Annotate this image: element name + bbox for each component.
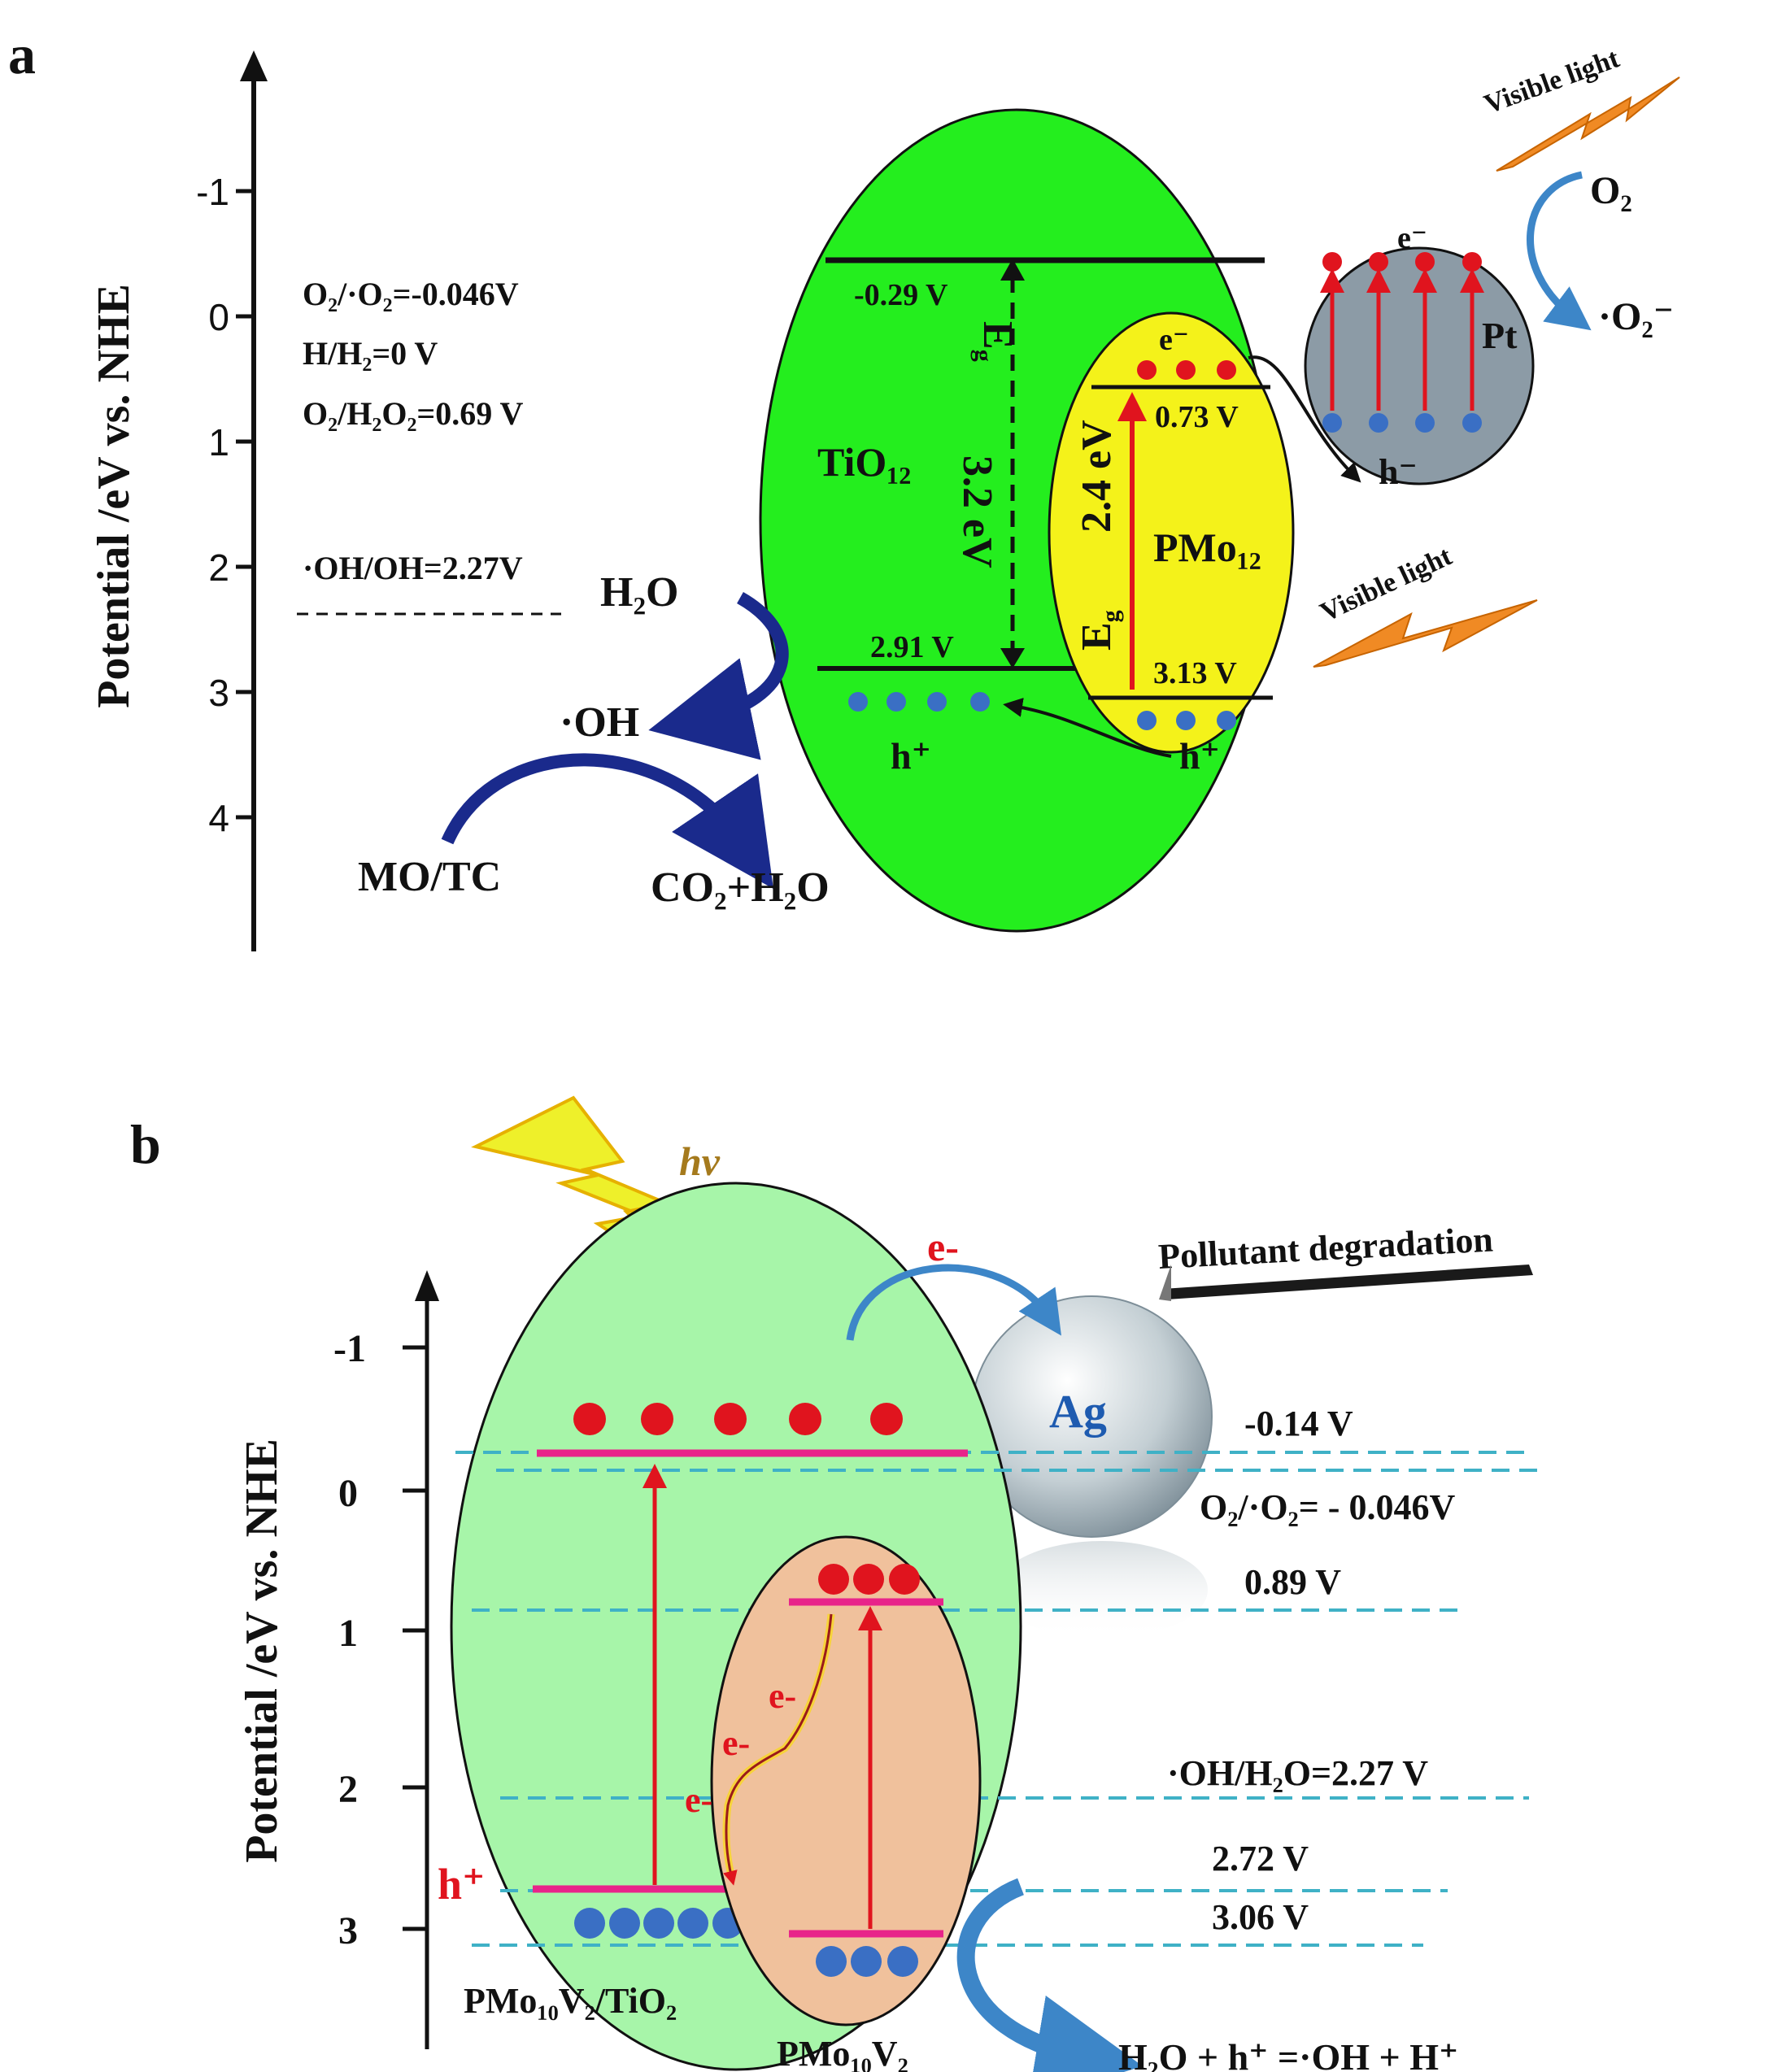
mo-tc-label: MO/TC — [358, 854, 501, 900]
composite-electrons — [573, 1403, 903, 1435]
electron-transfer-arrow — [1248, 355, 1361, 483]
degradation-arrow — [441, 753, 773, 889]
h2o-label: H₂O — [600, 569, 678, 616]
pt-label: Pt — [1482, 315, 1518, 356]
tick-a-m1: -1 — [196, 171, 229, 213]
composite-label: PMo₁₀V₂/TiO₂ — [464, 1981, 677, 2021]
pt-electron-label: e⁻ — [1397, 221, 1427, 255]
tick-a-0: 0 — [208, 296, 229, 338]
pmo-label: PMo₁₂ — [1153, 525, 1261, 570]
hole-transfer-arrow — [1003, 698, 1172, 758]
tio-label: TiO₁₂ — [817, 439, 911, 485]
pt-holes — [1322, 413, 1482, 433]
panel-a: a -1 0 1 2 3 4 Potential /eV vs. NHE — [8, 24, 1680, 951]
pmo-holes — [1137, 711, 1236, 730]
pmo-cb-value: 0.73 V — [1155, 400, 1239, 434]
visible-light-label-1: Visible light — [1480, 43, 1623, 120]
tio-hole-label: h⁺ — [891, 735, 931, 777]
o2-label: O₂ — [1590, 169, 1632, 212]
tick-a-3: 3 — [208, 672, 229, 714]
pmov-holes — [816, 1946, 918, 1977]
visible-light-label-2: Visible light — [1316, 541, 1457, 628]
tick-a-1: 1 — [208, 421, 229, 464]
pmo-ellipse — [1048, 311, 1295, 754]
panel-b-label: b — [130, 1113, 161, 1175]
tick-b-3: 3 — [338, 1909, 358, 1952]
oxidation-arrow — [956, 1878, 1144, 2072]
tick-a-4: 4 — [208, 797, 229, 839]
reaction-label: H₂O + h⁺ =·OH + H⁺ — [1118, 2036, 1458, 2072]
pmov-electrons — [818, 1564, 920, 1595]
o2-radical-label: ·O₂⁻ — [1598, 295, 1674, 338]
oh-label: ·OH — [560, 699, 639, 746]
pt-excitation-arrows — [1320, 268, 1484, 411]
e-flow-label-2: e- — [722, 1723, 750, 1763]
lightning-icon — [1496, 76, 1680, 172]
tio-vb-value: 2.91 V — [870, 630, 954, 664]
level-pmov-cb-value: 0.89 V — [1244, 1562, 1341, 1602]
pmov-ellipse — [710, 1535, 982, 2026]
tio-gap-value: 3.2 eV — [954, 455, 1000, 568]
pmo-vb-value: 3.13 V — [1153, 656, 1237, 690]
panel-a-label: a — [8, 24, 36, 85]
pmo-hole-label: h⁺ — [1179, 735, 1220, 777]
ag-label: Ag — [1049, 1385, 1107, 1438]
pt-hole-label: h⁻ — [1379, 452, 1418, 492]
level-vb-value: 2.72 V — [1212, 1839, 1309, 1878]
level-labels: -0.14 V O₂/·O₂= - 0.046V 0.89 V ·OH/H₂O=… — [1167, 1404, 1455, 1937]
pollutant-label: Pollutant degradation — [1157, 1219, 1494, 1276]
tio-cb-value: -0.29 V — [854, 278, 948, 312]
pt-electrons — [1322, 252, 1482, 272]
ref-o2-radical: O₂/·O₂=-0.046V — [303, 276, 519, 312]
reference-potentials-a: O₂/·O₂=-0.046V H/H₂=0 V O₂/H₂O₂=0.69 V ·… — [297, 276, 561, 616]
panel-b-axis: -1 0 1 2 3 Potential /eV vs. NHE — [237, 1270, 439, 2049]
hv-label: hv — [679, 1138, 721, 1184]
tick-b-0: 0 — [338, 1472, 358, 1515]
level-pmov-vb-value: 3.06 V — [1212, 1897, 1309, 1937]
ref-h-h2: H/H₂=0 V — [303, 335, 438, 372]
e-flow-label-3: e- — [685, 1780, 712, 1820]
tick-b-1: 1 — [338, 1612, 358, 1655]
pmo-electrons — [1137, 360, 1236, 380]
tick-b-2: 2 — [338, 1768, 358, 1811]
product-label: CO₂+H₂O — [651, 864, 830, 911]
e-flow-label-1: e- — [769, 1676, 796, 1716]
ag-reflection — [996, 1541, 1208, 1639]
pmov-label: PMo₁₀V₂ — [777, 2034, 908, 2072]
o2-reduction-arrow — [1527, 171, 1592, 331]
pollutant-underline — [1163, 1265, 1533, 1299]
tio-gap-symbol: Eg — [970, 321, 1021, 362]
lightning-icon — [1313, 599, 1538, 668]
pmo-gap-value: 2.4 eV — [1074, 420, 1120, 533]
tio-holes — [848, 692, 990, 712]
pt-particle: e⁻ Pt — [1304, 221, 1535, 485]
pmo-electron-label: e⁻ — [1159, 323, 1189, 357]
panel-b: b hv Pollutant degradation -1 0 1 — [130, 1095, 1545, 2072]
pmo-gap-symbol: Eg — [1074, 610, 1124, 651]
ag-transfer-arrow — [846, 1264, 1062, 1341]
e-top-label: e- — [927, 1224, 959, 1269]
level-o2-radical: O₂/·O₂= - 0.046V — [1200, 1487, 1455, 1527]
axis-label-b: Potential /eV vs. NHE — [237, 1439, 287, 1863]
composite-holes — [574, 1908, 743, 1939]
tick-b-m1: -1 — [333, 1327, 366, 1370]
ref-oh: ·OH/OH=2.27V — [303, 550, 523, 586]
tick-a-2: 2 — [208, 546, 229, 589]
h-plus-label: h⁺ — [438, 1860, 486, 1909]
h2o-oxidation-arrow — [648, 592, 789, 760]
level-cb-value: -0.14 V — [1244, 1404, 1353, 1443]
level-oh-h2o: ·OH/H₂O=2.27 V — [1167, 1753, 1428, 1793]
axis-label-a: Potential /eV vs. NHE — [89, 284, 139, 708]
ref-o2-h2o2: O₂/H₂O₂=0.69 V — [303, 395, 524, 432]
panel-a-axis: -1 0 1 2 3 4 Potential /eV vs. NHE — [89, 50, 268, 951]
